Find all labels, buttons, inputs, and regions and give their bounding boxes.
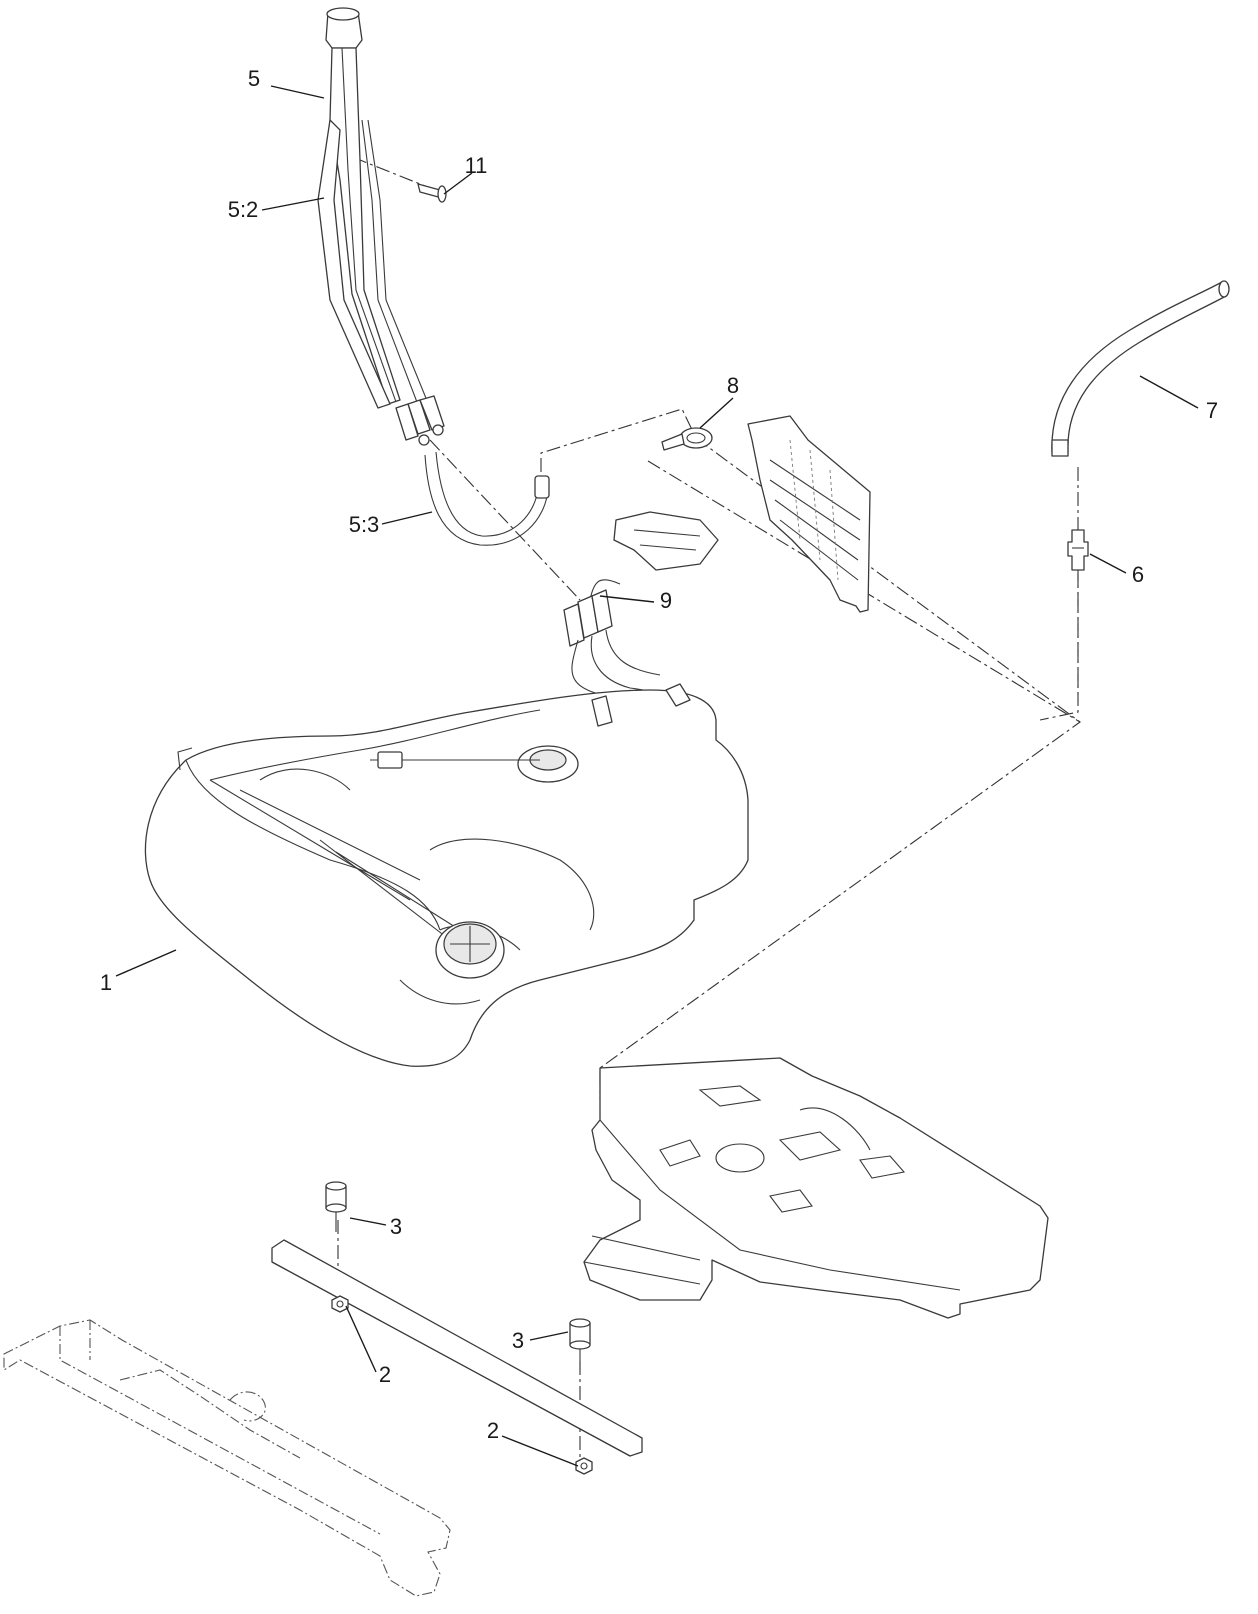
callout-1: 1 [100, 970, 112, 995]
bumper-part-3-lower [569, 1318, 591, 1370]
frame-phantom [3, 1319, 451, 1597]
callout-6: 6 [1132, 562, 1144, 587]
fitting-part-6 [1067, 529, 1089, 571]
callout-5-2: 5:2 [228, 197, 259, 222]
platform-phantom [583, 1057, 1049, 1319]
clamp-part-8 [661, 427, 713, 451]
fuel-tank-part-1 [144, 683, 749, 1067]
callout-labels: 5 5:2 11 5:3 7 8 9 6 1 3 2 3 2 [100, 66, 1218, 1443]
filler-neck-assembly [317, 7, 550, 546]
callout-5-3: 5:3 [349, 512, 380, 537]
screw-part-11 [417, 183, 447, 203]
callout-9: 9 [660, 588, 672, 613]
bumper-part-3-upper [325, 1181, 347, 1232]
callout-5: 5 [248, 66, 260, 91]
leader-lines [115, 85, 1199, 1467]
callout-11: 11 [465, 153, 488, 178]
nut-part-2-upper [331, 1295, 349, 1313]
callout-3-lower: 3 [512, 1328, 524, 1353]
callout-7: 7 [1206, 398, 1218, 423]
callout-2-lower: 2 [487, 1418, 499, 1443]
callout-2-upper: 2 [379, 1362, 391, 1387]
mounting-rail [271, 1239, 643, 1457]
callout-8: 8 [727, 373, 739, 398]
vertical-bracket [747, 415, 871, 613]
nut-part-2-lower [575, 1457, 593, 1475]
callout-3-upper: 3 [390, 1214, 402, 1239]
vent-hose-part-7 [1051, 280, 1230, 457]
fuel-line-bracket-part-9 [563, 511, 719, 721]
